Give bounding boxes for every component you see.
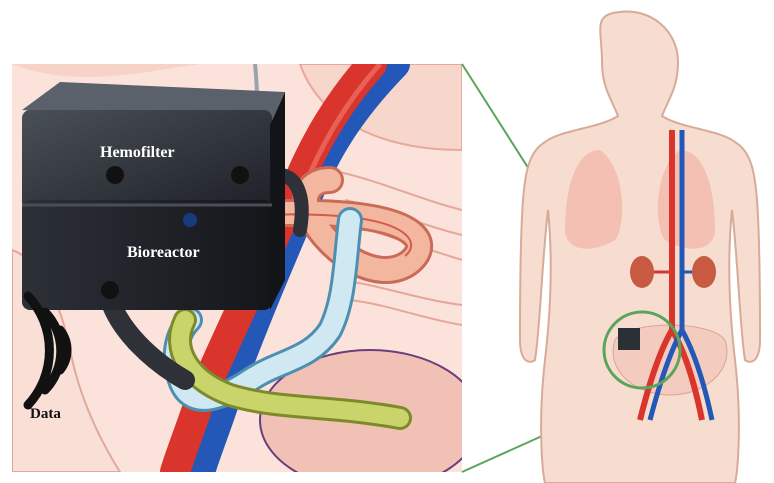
hemofilter-label: Hemofilter <box>100 144 175 161</box>
data-label: Data <box>30 406 61 422</box>
bioreactor-label: Bioreactor <box>127 244 200 261</box>
device <box>22 82 285 310</box>
human-body-icon <box>520 12 760 483</box>
zoom-panel: Hemofilter Bioreactor Data <box>12 64 480 483</box>
